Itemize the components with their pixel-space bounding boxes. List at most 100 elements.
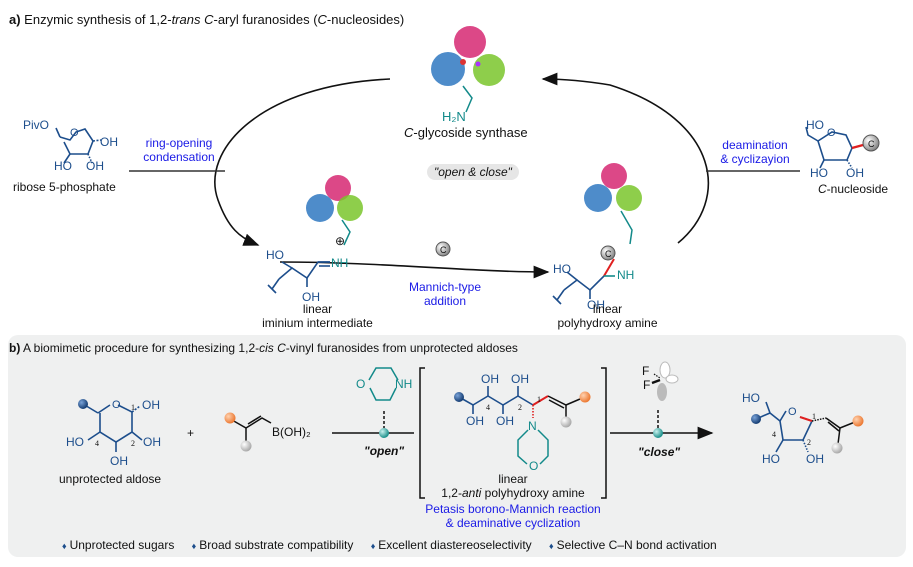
enzyme-label: C-glycoside synthase xyxy=(404,126,528,140)
panel-b-label: b) xyxy=(9,341,21,355)
reagent-f1: F xyxy=(642,364,650,378)
cnuc-label: C-nucleoside xyxy=(818,182,888,196)
prod-locant-4: 4 xyxy=(772,430,776,439)
heading-text: A biomimetic procedure for synthesizing … xyxy=(20,341,260,355)
int-locant-1: 1 xyxy=(537,395,541,404)
intermediate-label: linear 1,2-anti polyhydroxy amine xyxy=(420,472,606,500)
product-new-bond xyxy=(799,416,813,422)
plus-sign: + xyxy=(187,426,195,440)
cnuc-c-label: C xyxy=(868,139,875,149)
enzyme-amine-icon xyxy=(584,163,642,245)
int-blue-ball xyxy=(454,392,464,402)
bullet-diamond-icon: ♦ xyxy=(62,541,67,551)
heading-italic: C xyxy=(317,12,327,27)
intermediate-chain xyxy=(458,386,534,414)
nucleophile-ball xyxy=(435,241,451,257)
enzyme-top-icon xyxy=(431,26,505,113)
label-line: polyhydroxy amine xyxy=(557,316,658,330)
feature-text: Broad substrate compatibility xyxy=(199,538,354,552)
feature-text: Unprotected sugars xyxy=(69,538,175,552)
new-cc-bond xyxy=(532,395,549,406)
iminium-label: linear iminium intermediate xyxy=(260,302,375,330)
label-rest: polyhydroxy amine xyxy=(481,486,585,500)
aldose-ho: HO xyxy=(66,435,84,449)
ribose-label: ribose 5-phosphate xyxy=(13,180,116,194)
c-nucleoside-structure xyxy=(805,126,864,169)
prod-orange-ball xyxy=(852,415,864,427)
cnuc-ho: HO xyxy=(810,166,828,180)
label-line: linear xyxy=(302,302,333,316)
label-prefix: 1,2- xyxy=(441,486,462,500)
intermediate-vinyl xyxy=(547,395,581,418)
aldose-locant-1: 1 xyxy=(131,403,135,412)
morpholine-structure xyxy=(368,367,399,401)
feature-item: ♦Broad substrate compatibility xyxy=(192,538,354,552)
int-oh-bottom-2: OH xyxy=(496,414,514,428)
enzyme-amine: H₂N xyxy=(442,109,466,124)
ribose-ring-o: O xyxy=(70,127,79,139)
panel-a-label: a) xyxy=(9,12,21,27)
product-structure xyxy=(755,401,813,453)
label-line: linear xyxy=(592,302,623,316)
aldose-locant-2: 2 xyxy=(131,439,135,448)
cnuc-ho-top: HO xyxy=(806,118,824,132)
boronic-acid-group: B(OH)₂ xyxy=(272,425,311,439)
step-deamination: deamination & cyclizayion xyxy=(710,138,800,166)
int-morpholine-o: O xyxy=(529,459,539,473)
bracket-left xyxy=(419,367,425,499)
label-line: 1,2-anti polyhydroxy amine xyxy=(420,486,606,500)
prod-ho: HO xyxy=(762,452,780,466)
dast-reagent-icon xyxy=(651,361,679,401)
prod-ho-top: HO xyxy=(742,391,760,405)
step-line: Mannich-type xyxy=(408,280,482,294)
ribose-oh-2: OH xyxy=(86,159,104,173)
int-locant-4: 4 xyxy=(486,403,490,412)
c-nucleoside-ball xyxy=(862,134,880,152)
heading-italic: C xyxy=(204,12,214,27)
aldose-label: unprotected aldose xyxy=(59,472,162,486)
morpholine-o: O xyxy=(356,377,366,391)
reaction-line: Petasis borono-Mannich reaction xyxy=(425,502,601,516)
aldose-ring-o: O xyxy=(112,399,121,411)
cnuc-label-italic: C xyxy=(818,182,827,196)
orange-ball xyxy=(224,412,236,424)
amine-label: linear polyhydroxy amine xyxy=(550,302,665,330)
reagent-f2: F xyxy=(643,378,651,392)
label-italic: anti xyxy=(461,486,482,500)
panel-a-heading: a) Enzymic synthesis of 1,2-trans C-aryl… xyxy=(9,13,404,27)
iminium-nh: NH xyxy=(331,256,349,270)
close-catalyst-ball xyxy=(653,428,663,438)
feature-text: Selective C–N bond activation xyxy=(556,538,717,552)
label-line: iminium intermediate xyxy=(262,316,373,330)
cnuc-oh: OH xyxy=(846,166,864,180)
bullet-diamond-icon: ♦ xyxy=(549,541,554,551)
step-line: deamination xyxy=(722,138,788,152)
amine-nh: NH xyxy=(617,268,635,282)
iminium-chain xyxy=(267,261,330,294)
prod-blue-ball xyxy=(751,414,761,424)
feature-item: ♦Selective C–N bond activation xyxy=(549,538,717,552)
step-line: & cyclizayion xyxy=(720,152,790,166)
int-oh-top-1: OH xyxy=(481,372,499,386)
heading-text: -aryl furanosides ( xyxy=(213,12,318,27)
prod-ring-o: O xyxy=(788,406,797,418)
int-morpholine-n: N xyxy=(528,419,537,433)
open-close-pill: "open & close" xyxy=(427,164,519,180)
step-ring-opening: ring-opening condensation xyxy=(134,136,224,164)
iminium-ho: HO xyxy=(266,248,284,262)
morpholine-nh: NH xyxy=(395,377,413,391)
feature-item: ♦Unprotected sugars xyxy=(62,538,174,552)
bullet-diamond-icon: ♦ xyxy=(370,541,376,551)
step-line: addition xyxy=(423,294,467,308)
intermediate-morpholine xyxy=(517,429,549,465)
heading-text: -nucleosides) xyxy=(326,12,405,27)
amine-ho: HO xyxy=(553,262,571,276)
int-oh-top-2: OH xyxy=(511,372,529,386)
int-oh-bottom-1: OH xyxy=(466,414,484,428)
aldose-locant-4: 4 xyxy=(95,439,99,448)
open-catalyst-ball xyxy=(379,428,389,438)
feature-text: Excellent diastereoselectivity xyxy=(378,538,532,552)
prod-oh: OH xyxy=(806,452,824,466)
